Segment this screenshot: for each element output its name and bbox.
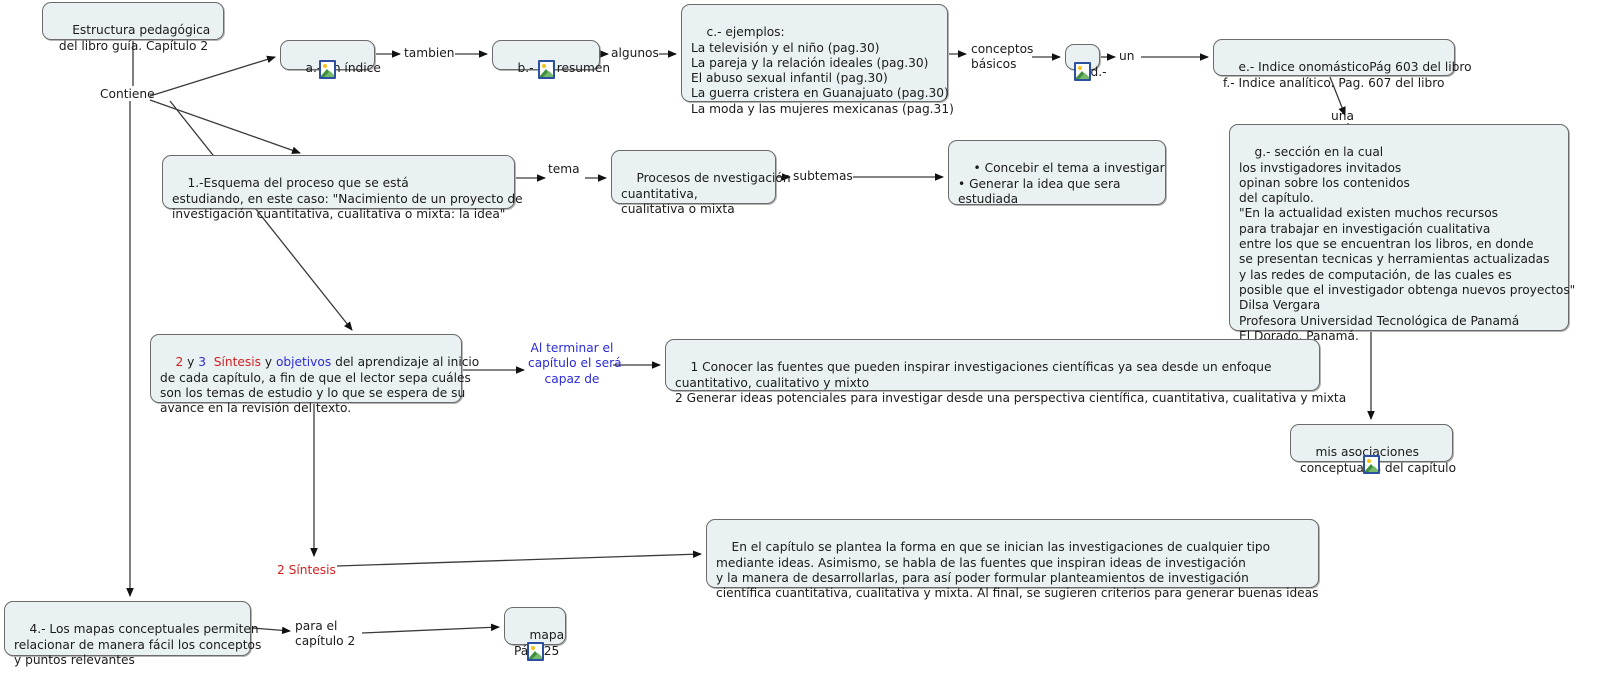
node-concebir-generar[interactable]: • Concebir el tema a investigar • Genera… <box>948 140 1166 206</box>
sintesis-run: 2 <box>175 355 184 370</box>
icon-sun <box>542 64 546 68</box>
sintesis-run: y <box>260 355 276 370</box>
node-ejemplos-label: c.- ejemplos: La televisión y el niño (p… <box>691 25 954 116</box>
node-esquema-proceso[interactable]: 1.-Esquema del proceso que se está estud… <box>162 155 523 221</box>
link-label-subtemas: subtemas <box>793 169 853 183</box>
sintesis-run: 3 <box>198 355 206 370</box>
node-indice[interactable]: a.- un índice <box>280 40 381 75</box>
icon-hill-secondary <box>532 653 542 659</box>
link-label-tambien: tambien <box>404 46 455 60</box>
node-ejemplos[interactable]: c.- ejemplos: La televisión y el niño (p… <box>681 4 954 116</box>
node-seccion-label: g.- sección en la cual los invstigadores… <box>1239 145 1576 343</box>
node-mapas-label: 4.- Los mapas conceptuales permiten rela… <box>14 622 262 667</box>
node-procesos-investigacion[interactable]: Procesos de nvestigación cuantitativa, c… <box>611 150 791 216</box>
icon-sun <box>1078 66 1082 70</box>
icon-hill-secondary <box>1079 73 1089 79</box>
node-root[interactable]: Estructura pedagógica del libro guía. Ca… <box>42 2 224 53</box>
node-mapa-pag25[interactable]: mapa Pág. 25 <box>504 607 566 658</box>
node-mapas-conceptuales[interactable]: 4.- Los mapas conceptuales permiten rela… <box>4 601 261 667</box>
image-attachment-icon[interactable] <box>1074 62 1091 81</box>
sintesis-run: del aprendizaje al inicio <box>331 355 480 370</box>
sintesis-run: y <box>183 355 199 370</box>
icon-hill-secondary <box>543 71 553 77</box>
node-mis-asociaciones[interactable]: mis asociaciones conceptuales del capítu… <box>1290 424 1456 475</box>
node-esquema-label: 1.-Esquema del proceso que se está estud… <box>172 176 523 221</box>
image-attachment-icon[interactable] <box>1363 455 1380 474</box>
node-sintesis-rest: de cada capítulo, a fin de que el lector… <box>160 370 471 416</box>
node-capaz-label: 1 Conocer las fuentes que pueden inspira… <box>675 360 1347 405</box>
image-attachment-icon[interactable] <box>527 642 544 661</box>
sintesis-run <box>206 355 214 369</box>
link-label-contiene: Contiene <box>100 87 155 101</box>
node-indice-label: a.- un índice <box>305 61 381 76</box>
node-objetivos-capaz[interactable]: 1 Conocer las fuentes que pueden inspira… <box>665 339 1346 405</box>
link-label-al-terminar-capitulo: Al terminar el capítulo el será capaz de <box>528 341 622 386</box>
icon-sun <box>323 64 327 68</box>
node-d-label: d.- <box>1090 65 1107 80</box>
link-label-para-el-capitulo-2: para el capítulo 2 <box>295 619 356 649</box>
link-label-un: un <box>1119 49 1135 63</box>
node-capitulo-resumen[interactable]: En el capítulo se plantea la forma en qu… <box>706 519 1319 600</box>
node-sintesis-objetivos[interactable]: 2 y 3 Síntesis y objetivos del aprendiza… <box>150 334 479 414</box>
icon-hill-secondary <box>1368 466 1378 472</box>
link-label-algunos: algunos <box>611 46 659 60</box>
node-capitulo-resumen-label: En el capítulo se plantea la forma en qu… <box>716 540 1319 601</box>
link-label-una: una <box>1331 109 1354 123</box>
icon-hill-secondary <box>324 71 334 77</box>
node-indices-onomastico-analitico[interactable]: e.- Indice onomásticoPág 603 del libro f… <box>1213 39 1472 90</box>
sintesis-run: objetivos <box>275 355 332 370</box>
node-sintesis-rich-line: 2 y 3 Síntesis y objetivos del aprendiza… <box>176 355 480 369</box>
node-root-label: Estructura pedagógica del libro guía. Ca… <box>58 23 211 53</box>
link-label-conceptos-basicos: conceptos básicos <box>971 42 1034 72</box>
node-resumen-label: b.- un resumen <box>517 61 611 76</box>
node-seccion-invitados[interactable]: g.- sección en la cual los invstigadores… <box>1229 124 1575 343</box>
image-attachment-icon[interactable] <box>319 60 336 79</box>
icon-sun <box>1367 459 1371 463</box>
sintesis-run: Síntesis <box>213 355 261 370</box>
node-procesos-label: Procesos de nvestigación cuantitativa, c… <box>621 171 791 216</box>
link-label-tema: tema <box>548 162 580 176</box>
icon-sun <box>531 646 535 650</box>
link-label-2-sintesis: 2 Síntesis <box>277 563 336 577</box>
node-concebir-label: • Concebir el tema a investigar • Genera… <box>958 161 1165 206</box>
image-attachment-icon[interactable] <box>538 60 555 79</box>
node-asociaciones-label: mis asociaciones conceptuales del capítu… <box>1300 445 1457 475</box>
node-indices-label: e.- Indice onomásticoPág 603 del libro f… <box>1223 60 1472 90</box>
